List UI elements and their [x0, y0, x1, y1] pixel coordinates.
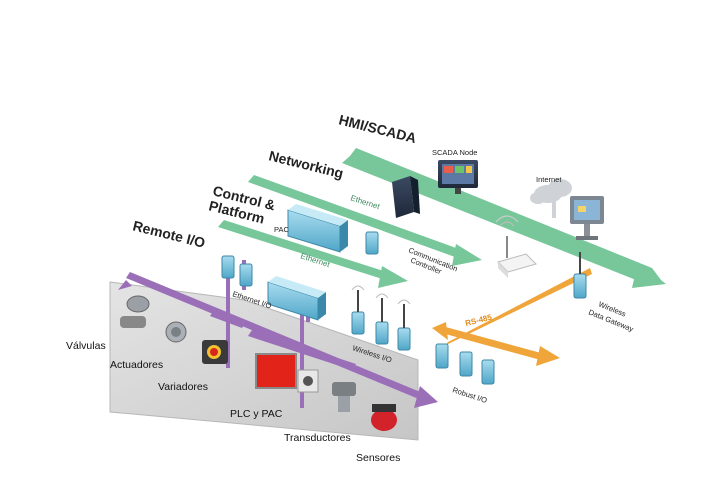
- label-variadores: Variadores: [158, 381, 208, 393]
- node-label-scada-node: SCADA Node: [432, 148, 477, 157]
- node-label-pac: PAC: [274, 225, 289, 234]
- valve-device-icon: [120, 295, 150, 328]
- label-actuadores: Actuadores: [110, 359, 164, 371]
- wireless-io-modules: [351, 285, 411, 351]
- ethernet-backbones: [218, 148, 666, 288]
- node-label-robust-io: Robust I/O: [451, 385, 488, 405]
- tier-label-remote-io: Remote I/O: [131, 217, 207, 250]
- bus-label-rs485: RS-485: [464, 313, 493, 328]
- robust-io-modules: [435, 343, 495, 385]
- actuator-device-icon: [165, 321, 187, 343]
- wireless-router: [495, 215, 537, 278]
- label-sensores: Sensores: [356, 452, 401, 464]
- scada-node-monitor: [438, 160, 478, 194]
- sensor-device-icon: [371, 404, 397, 431]
- tier-label-hmi: HMI/SCADA: [337, 111, 418, 146]
- communication-controller: [365, 231, 379, 255]
- wireless-data-gateway: [573, 252, 587, 299]
- label-valvulas: Válvulas: [66, 340, 106, 352]
- tier-label-networking: Networking: [267, 147, 345, 181]
- pac-chassis: [287, 204, 348, 253]
- drive-device-icon: [202, 340, 228, 364]
- network-switch: [392, 176, 420, 218]
- node-label-internet: Internet: [536, 175, 562, 184]
- ethernet-io-chassis: [267, 276, 326, 321]
- transducer-device-icon: [332, 382, 356, 412]
- hmi-panel-monitor: [570, 196, 604, 240]
- plc-pac-device-icon: [255, 353, 319, 393]
- bus-label-ethernet-upper: Ethernet: [349, 193, 381, 211]
- remote-io-modules: [221, 255, 253, 287]
- rs485-bus: [432, 268, 592, 366]
- label-plc-pac: PLC y PAC: [230, 408, 283, 420]
- internet-cloud: [530, 179, 572, 218]
- label-transductores: Transductores: [284, 432, 351, 444]
